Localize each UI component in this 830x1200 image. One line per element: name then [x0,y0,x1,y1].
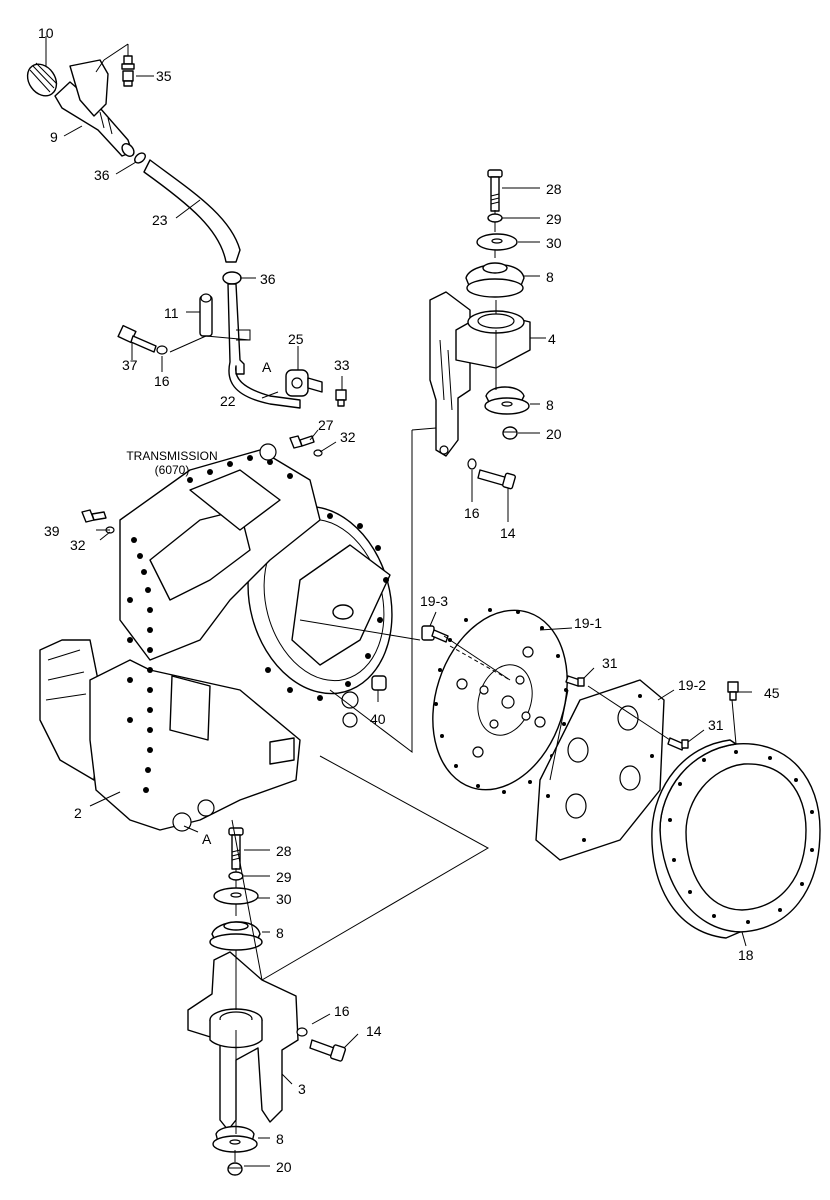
callout-3: 3 [298,1081,306,1097]
callout-23: 23 [152,212,168,228]
callout-2: 2 [74,805,82,821]
clip-11 [199,293,213,337]
bolt-35 [95,43,135,87]
nut-20-upper [502,426,518,440]
callout-16-lower: 16 [334,1003,350,1019]
callout-36-upper: 36 [94,167,110,183]
callout-32-upper: 32 [340,429,356,445]
leader-lines [45,36,752,1167]
bolt-39 [81,509,107,523]
callout-35: 35 [156,68,172,84]
pipe-bracket-line [236,329,251,341]
nut-40 [371,675,387,691]
callout-8-d: 8 [276,1131,284,1147]
bolt-27 [289,435,315,449]
callout-39: 39 [44,523,60,539]
drive-plate-19-2 [535,679,665,861]
callout-37: 37 [122,357,138,373]
callout-19-3: 19-3 [420,593,448,609]
transmission-housing-2 [39,443,393,832]
callout-20-lower: 20 [276,1159,292,1175]
bolt-14-upper [477,469,516,490]
callout-30-lower: 30 [276,891,292,907]
callout-10: 10 [38,25,54,41]
mount-cushion-8-b [484,386,530,415]
callout-31-upper: 31 [602,655,618,671]
mount-cushion-8-d [212,1125,258,1153]
callout-19-1: 19-1 [574,615,602,631]
callout-28-lower: 28 [276,843,292,859]
callout-A-upper: A [262,359,272,375]
callout-36-lower: 36 [260,271,276,287]
mount-cushion-8-a [465,262,525,298]
mount-bracket-3 [187,951,299,1131]
callout-11: 11 [164,305,179,321]
breather-hose-23 [143,159,241,263]
callout-14-lower: 14 [366,1023,382,1039]
washer-16-lower [296,1027,308,1037]
flywheel-housing-18 [651,739,821,939]
callout-4: 4 [548,331,556,347]
breather-pipe-22 [227,283,301,409]
bolt-37 [117,324,157,353]
callout-33: 33 [334,357,350,373]
bolt-28-upper [487,169,503,212]
washer-29-lower [228,871,244,881]
bolt-45 [727,681,739,701]
callout-20-upper: 20 [546,426,562,442]
bolt-31-upper [565,675,585,687]
callout-18: 18 [738,947,754,963]
fitting-25 [285,369,323,397]
callout-40: 40 [370,711,386,727]
bolt-28-lower [228,827,244,870]
callout-16-upper: 16 [154,373,170,389]
callout-27: 27 [318,417,334,433]
bolt-14-lower [309,1039,347,1062]
callout-28-upper: 28 [546,181,562,197]
callout-30-upper: 30 [546,235,562,251]
washer-29-upper [487,213,503,223]
callout-32-lower: 32 [70,537,86,553]
washer-30-lower [213,887,259,905]
callout-22: 22 [220,393,236,409]
callout-8-c: 8 [276,925,284,941]
callout-19-2: 19-2 [678,677,706,693]
mount-bracket-4 [429,291,531,457]
flange-bolts [127,455,389,793]
transmission-model: (6070) [155,463,190,477]
callout-31-lower: 31 [708,717,724,733]
transmission-title: TRANSMISSION [126,449,217,463]
bolt-33 [335,389,347,407]
callout-labels: 10 35 9 36 23 36 11 37 16 25 33 A 22 27 … [38,25,780,1175]
callout-A-lower: A [202,831,212,847]
washer-16-upper [156,345,168,355]
washer-30-upper [476,233,518,251]
callout-29-upper: 29 [546,211,562,227]
nut-20-lower [227,1162,243,1176]
bolt-31-lower [667,737,689,751]
callout-25: 25 [288,331,304,347]
breather-cap-10 [26,62,58,97]
bolt-19-3 [421,625,449,643]
washer-16-mid [467,458,477,470]
callout-16-mid: 16 [464,505,480,521]
callout-8-b: 8 [546,397,554,413]
callout-14-upper: 14 [500,525,516,541]
clamp-ring-36-lower [222,271,242,285]
breather-elbow-9 [54,59,135,157]
assembly-lines [169,210,737,1162]
callout-45: 45 [764,685,780,701]
callout-9: 9 [50,129,58,145]
washer-32-upper [313,449,323,457]
callout-8-a: 8 [546,269,554,285]
mount-cushion-8-c [209,921,263,951]
callout-29-lower: 29 [276,869,292,885]
